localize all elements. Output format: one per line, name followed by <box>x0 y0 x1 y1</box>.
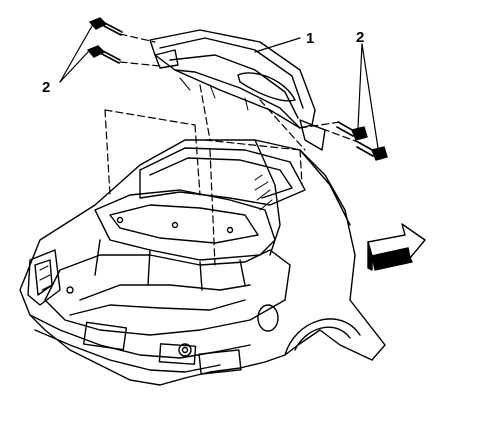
bolt-right-upper <box>336 121 368 141</box>
callout-2-right: 2 <box>356 29 364 46</box>
car-body <box>19 139 386 386</box>
front-arrow-icon <box>367 223 426 271</box>
bolt-left-lower <box>87 45 121 64</box>
callout-2-left: 2 <box>42 79 50 96</box>
callout-leaders <box>59 25 379 149</box>
rear-spoiler <box>149 29 326 151</box>
bolt-left-upper <box>89 17 123 36</box>
bolt-right-lower <box>356 141 388 161</box>
callout-1: 1 <box>306 30 314 47</box>
alignment-lines <box>104 33 359 266</box>
